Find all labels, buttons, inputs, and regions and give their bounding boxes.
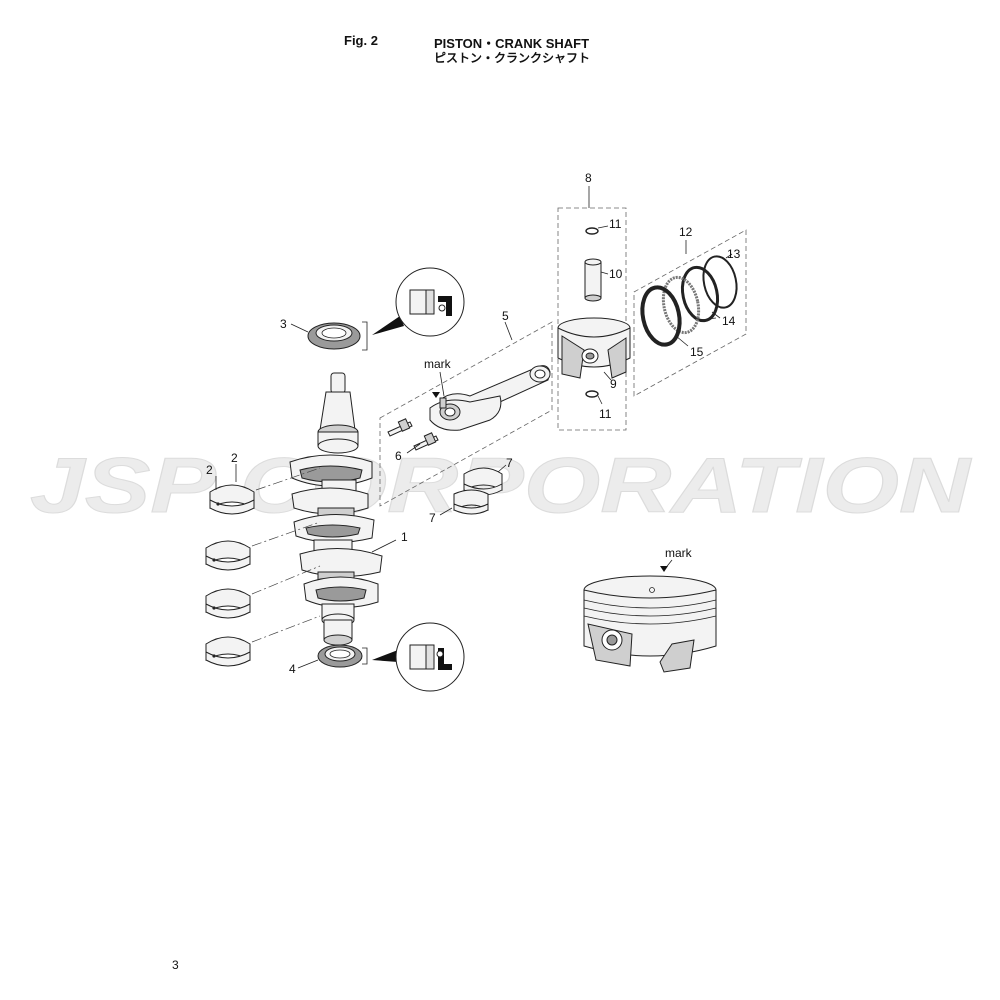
callout-7-upper: 7 (506, 456, 513, 470)
mark-label-piston: mark (665, 546, 693, 560)
main-bearing-2 (205, 540, 251, 571)
piston-pin-clip-lower (585, 390, 599, 398)
main-bearing-3 (205, 588, 251, 619)
oil-seal-upper (307, 322, 361, 350)
piston-pin (584, 258, 602, 302)
crankshaft (289, 372, 383, 646)
callout-7-lower: 7 (429, 511, 436, 525)
callout-13: 13 (727, 247, 741, 261)
piston (557, 317, 631, 379)
figure-title-english: PISTON・CRANK SHAFT (434, 36, 590, 51)
main-bearing-1 (209, 484, 255, 515)
callout-11-upper: 11 (609, 217, 622, 231)
callout-2-left: 2 (206, 463, 213, 477)
oil-seal-lower (317, 644, 363, 668)
callout-10: 10 (609, 267, 623, 281)
piston-detail-view (583, 575, 717, 673)
callout-8: 8 (585, 171, 592, 185)
callout-12: 12 (679, 225, 693, 239)
callout-6: 6 (395, 449, 402, 463)
main-bearing-set (205, 484, 255, 667)
callout-1: 1 (401, 530, 408, 544)
connecting-rod (429, 365, 551, 431)
main-bearing-4 (205, 636, 251, 667)
mark-label-rod: mark (424, 357, 452, 371)
callout-14: 14 (722, 314, 736, 328)
callout-3: 3 (280, 317, 287, 331)
seal-detail-upper (372, 267, 465, 337)
piston-ring-set (640, 255, 738, 347)
callout-11-lower: 11 (599, 407, 612, 421)
figure-title-japanese: ピストン・クランクシャフト (434, 51, 591, 65)
crankpin-bearing-lower (453, 489, 489, 515)
piston-pin-clip-upper (585, 227, 599, 235)
connecting-rod-bolts (387, 418, 439, 451)
callout-5: 5 (502, 309, 509, 323)
crankpin-bearing-upper (463, 467, 503, 496)
callout-4: 4 (289, 662, 296, 676)
figure-label: Fig. 2 (344, 33, 378, 48)
callout-2-right: 2 (231, 451, 238, 465)
page-number: 3 (172, 958, 179, 972)
callout-9: 9 (610, 377, 617, 391)
callout-15: 15 (690, 345, 704, 359)
seal-detail-lower (372, 622, 465, 692)
